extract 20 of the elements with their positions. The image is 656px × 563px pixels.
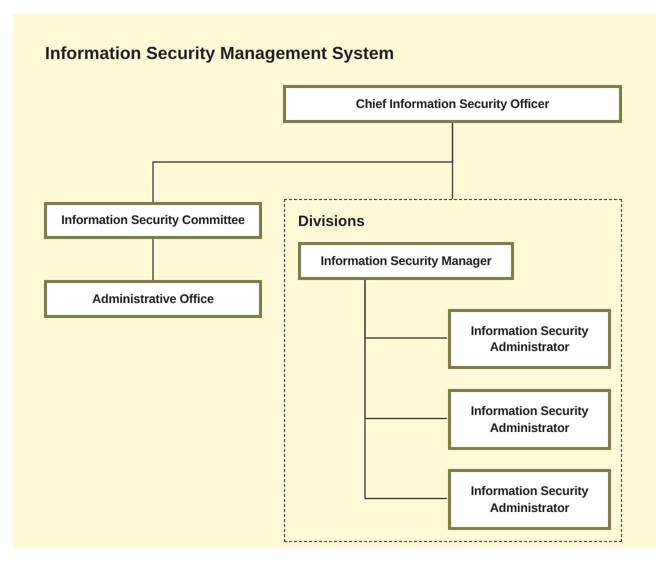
connector-line bbox=[364, 279, 447, 500]
role-label: Information Security Committee bbox=[61, 212, 245, 229]
role-box bbox=[448, 469, 611, 530]
role-box bbox=[448, 389, 611, 450]
role-box bbox=[283, 85, 622, 123]
dashed-group-frame bbox=[284, 199, 622, 542]
connector-line bbox=[452, 123, 454, 199]
role-box bbox=[44, 202, 262, 239]
role-label: Information Security Administrator bbox=[470, 322, 590, 356]
role-box bbox=[448, 309, 611, 369]
group-heading: Divisions bbox=[298, 212, 365, 232]
role-label: Information Security Manager bbox=[320, 252, 492, 270]
connector-line bbox=[152, 239, 154, 280]
role-box bbox=[298, 242, 514, 280]
diagram-title: Information Security Management System bbox=[45, 42, 394, 65]
role-label: Information Security Administrator bbox=[470, 403, 590, 436]
role-box bbox=[44, 280, 262, 318]
role-label: Administrative Office bbox=[92, 290, 214, 308]
role-label: Information Security Administrator bbox=[470, 483, 590, 516]
role-label: Chief Information Security Officer bbox=[356, 96, 550, 112]
